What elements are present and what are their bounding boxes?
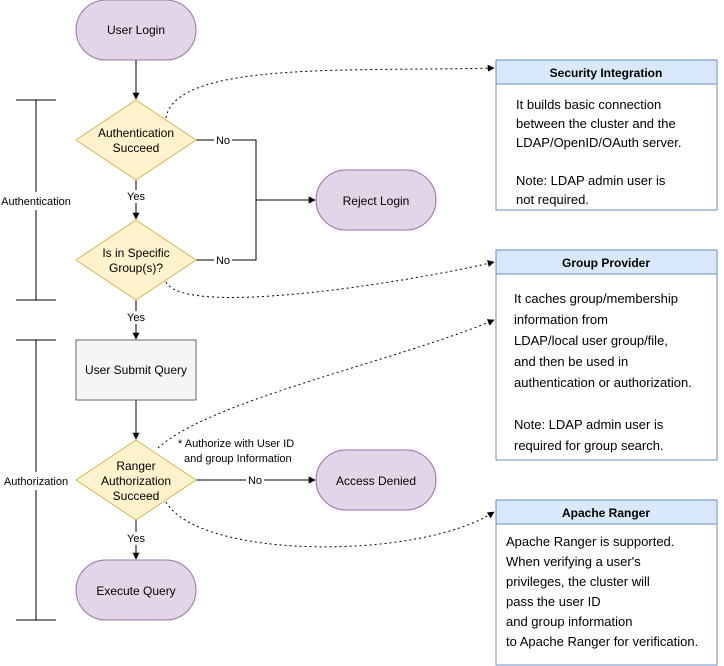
svg-text:required for group search.: required for group search. <box>514 438 664 453</box>
note-title: Security Integration <box>550 66 663 80</box>
note-group-provider: Group Provider It caches group/membershi… <box>495 249 718 461</box>
svg-text:Access Denied: Access Denied <box>336 474 416 488</box>
edge-auth-no-to-reject <box>196 139 316 204</box>
label-yes-ranger: Yes <box>127 533 145 545</box>
node-execute-query: Execute Query <box>75 559 197 621</box>
link-ranger-to-apache-note <box>165 501 495 548</box>
svg-text:Authorization: Authorization <box>101 474 171 488</box>
svg-text:not required.: not required. <box>516 192 589 207</box>
svg-text:and then be used in: and then be used in <box>514 354 628 369</box>
svg-text:to Apache Ranger for verificat: to Apache Ranger for verification. <box>506 634 698 649</box>
svg-text:LDAP/local user group/file,: LDAP/local user group/file, <box>514 333 668 348</box>
svg-text:privileges, the cluster will: privileges, the cluster will <box>506 574 650 589</box>
svg-text:It caches group/membership: It caches group/membership <box>514 291 678 306</box>
label-yes-group: Yes <box>127 312 145 324</box>
node-ranger-decision: Ranger Authorization Succeed <box>75 439 197 521</box>
svg-text:Succeed: Succeed <box>113 141 160 155</box>
link-group-to-provider-note <box>165 260 495 298</box>
node-user-submit-query: User Submit Query <box>75 339 197 401</box>
svg-text:and group information: and group information <box>506 614 632 629</box>
node-authentication-decision: Authentication Succeed <box>75 99 197 181</box>
svg-text:User Login: User Login <box>107 23 165 37</box>
phase-label-authentication: Authentication <box>1 196 71 208</box>
svg-text:LDAP/OpenID/OAuth server.: LDAP/OpenID/OAuth server. <box>516 135 681 150</box>
dotted-connectors <box>157 64 495 548</box>
node-group-decision: Is in Specific Group(s)? <box>75 219 197 301</box>
note-security-integration: Security Integration It builds basic con… <box>495 59 718 211</box>
svg-text:Authentication: Authentication <box>98 126 174 140</box>
svg-text:between the cluster and the: between the cluster and the <box>516 116 676 131</box>
svg-text:Is in Specific: Is in Specific <box>102 246 169 260</box>
authentication-bracket: Authentication <box>0 99 74 301</box>
svg-text:Reject Login: Reject Login <box>343 194 410 208</box>
note-title: Apache Ranger <box>562 506 650 520</box>
svg-text:information from: information from <box>514 312 608 327</box>
svg-text:When verifying a user's: When verifying a user's <box>506 554 641 569</box>
node-reject-login: Reject Login <box>315 169 437 231</box>
svg-text:Apache Ranger is supported.: Apache Ranger is supported. <box>506 534 674 549</box>
svg-text:pass the user ID: pass the user ID <box>506 594 601 609</box>
label-no-group: No <box>216 255 230 267</box>
svg-text:Ranger: Ranger <box>116 459 155 473</box>
authorize-note-line-1: * Authorize with User ID <box>178 438 294 450</box>
note-title: Group Provider <box>562 256 650 270</box>
edge-labels: No No No Yes Yes Yes * Authorize with Us… <box>125 134 294 545</box>
svg-text:Group(s)?: Group(s)? <box>109 261 163 275</box>
node-access-denied: Access Denied <box>315 449 437 511</box>
authorize-note-line-2: and group Information <box>184 453 292 465</box>
svg-text:Note: LDAP admin user is: Note: LDAP admin user is <box>514 417 664 432</box>
svg-text:authentication or authorizatio: authentication or authorization. <box>514 375 692 390</box>
label-yes-auth: Yes <box>127 191 145 203</box>
link-auth-to-security-note <box>165 64 495 119</box>
svg-text:User Submit Query: User Submit Query <box>85 363 187 377</box>
label-no-auth: No <box>216 135 230 147</box>
phase-label-authorization: Authorization <box>4 476 68 488</box>
node-user-login: User Login <box>75 0 197 61</box>
edge-group-no-to-reject <box>196 200 257 261</box>
svg-text:It builds basic connection: It builds basic connection <box>516 97 661 112</box>
svg-text:Note: LDAP admin user is: Note: LDAP admin user is <box>516 173 666 188</box>
svg-text:Succeed: Succeed <box>113 489 160 503</box>
note-apache-ranger: Apache Ranger Apache Ranger is supported… <box>495 499 718 666</box>
svg-text:Execute Query: Execute Query <box>96 584 175 598</box>
label-no-ranger: No <box>248 475 262 487</box>
link-ranger-to-provider-note <box>157 319 495 449</box>
authorization-bracket: Authorization <box>0 339 74 621</box>
